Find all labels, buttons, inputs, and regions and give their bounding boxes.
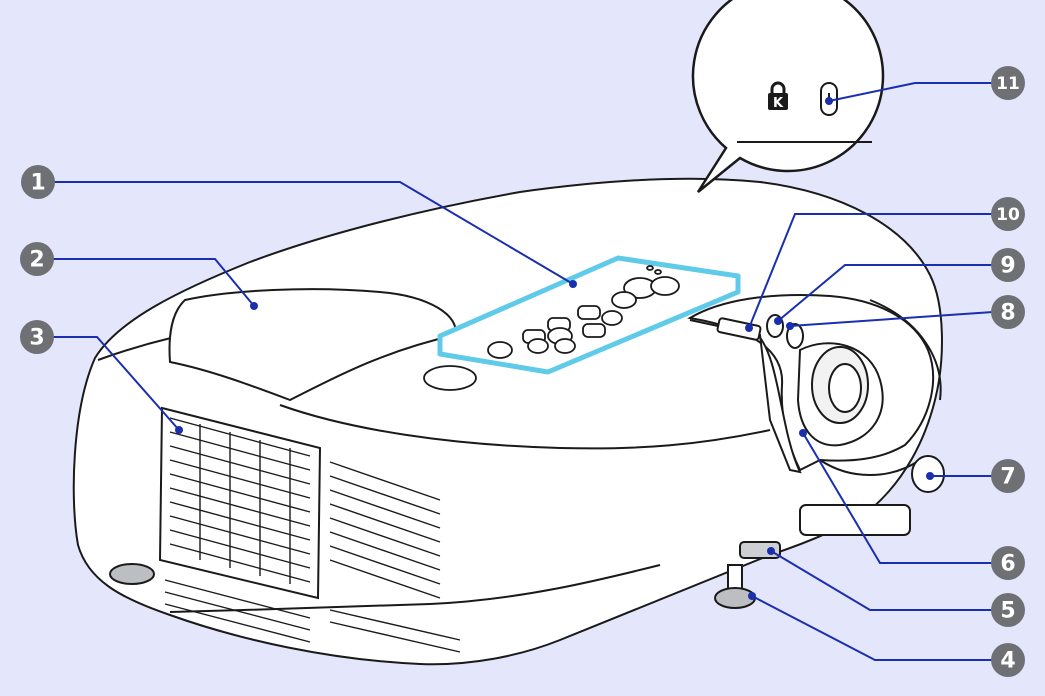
lens-inner xyxy=(828,363,862,413)
lower-vent-grille xyxy=(164,579,461,653)
callout-marker-11: 11 xyxy=(991,66,1025,100)
leader-9 xyxy=(777,264,993,322)
leader-2 xyxy=(50,258,255,307)
exhaust-vent xyxy=(158,406,461,653)
lamp-cover-panel xyxy=(168,288,457,401)
leader-6 xyxy=(802,432,993,564)
callout-marker-6: 6 xyxy=(991,546,1025,580)
callout-marker-5: 5 xyxy=(991,593,1025,627)
leader-8 xyxy=(789,311,994,327)
focus-ring-body xyxy=(786,323,804,349)
zoom-bubble: K xyxy=(691,0,885,193)
callout-marker-4: 4 xyxy=(991,643,1025,677)
callout-number: 5 xyxy=(1000,599,1015,624)
lens-cover-slide xyxy=(689,319,802,474)
lens-hood-lower xyxy=(819,459,921,476)
callout-number: 10 xyxy=(996,205,1020,225)
callout-number: 3 xyxy=(29,326,44,351)
callout-number: 1 xyxy=(30,171,45,196)
rear-foot-left xyxy=(109,563,155,585)
leader-5 xyxy=(770,550,993,611)
callout-number: 4 xyxy=(1000,649,1015,674)
callout-marker-10: 10 xyxy=(991,197,1025,231)
svg-text:K: K xyxy=(773,96,784,111)
callout-marker-9: 9 xyxy=(991,248,1025,282)
callout-marker-7: 7 xyxy=(991,459,1025,493)
front-face-edge xyxy=(279,404,771,450)
front-lower-edge xyxy=(169,564,661,613)
callout-marker-2: 2 xyxy=(20,242,54,276)
leader-1 xyxy=(52,181,574,285)
lens-hood-rim xyxy=(869,299,942,401)
callout-marker-8: 8 xyxy=(991,295,1025,329)
leader-3 xyxy=(52,336,180,431)
callout-number: 2 xyxy=(29,248,44,273)
vent-grille xyxy=(169,417,311,584)
callout-number: 6 xyxy=(1000,552,1015,577)
leader-4 xyxy=(751,595,993,661)
feet xyxy=(109,541,781,609)
leader-dots xyxy=(175,97,934,600)
leader-lines xyxy=(50,82,994,661)
callout-marker-1: 1 xyxy=(21,165,55,199)
control-panel xyxy=(423,255,741,391)
indicator-window xyxy=(423,365,477,391)
callout-number: 8 xyxy=(1000,301,1015,326)
leader-11 xyxy=(828,82,993,102)
kensington-lock-icon: K xyxy=(768,81,788,111)
leader-10 xyxy=(748,213,993,329)
av-mute-slide-body xyxy=(716,317,762,341)
lens-assembly xyxy=(687,293,942,476)
callout-marker-3: 3 xyxy=(20,320,54,354)
callout-number: 7 xyxy=(1000,465,1015,490)
side-vent-grille xyxy=(329,461,441,599)
callout-number: 9 xyxy=(1000,254,1015,279)
control-buttons xyxy=(487,265,680,359)
callout-number: 11 xyxy=(996,74,1020,94)
